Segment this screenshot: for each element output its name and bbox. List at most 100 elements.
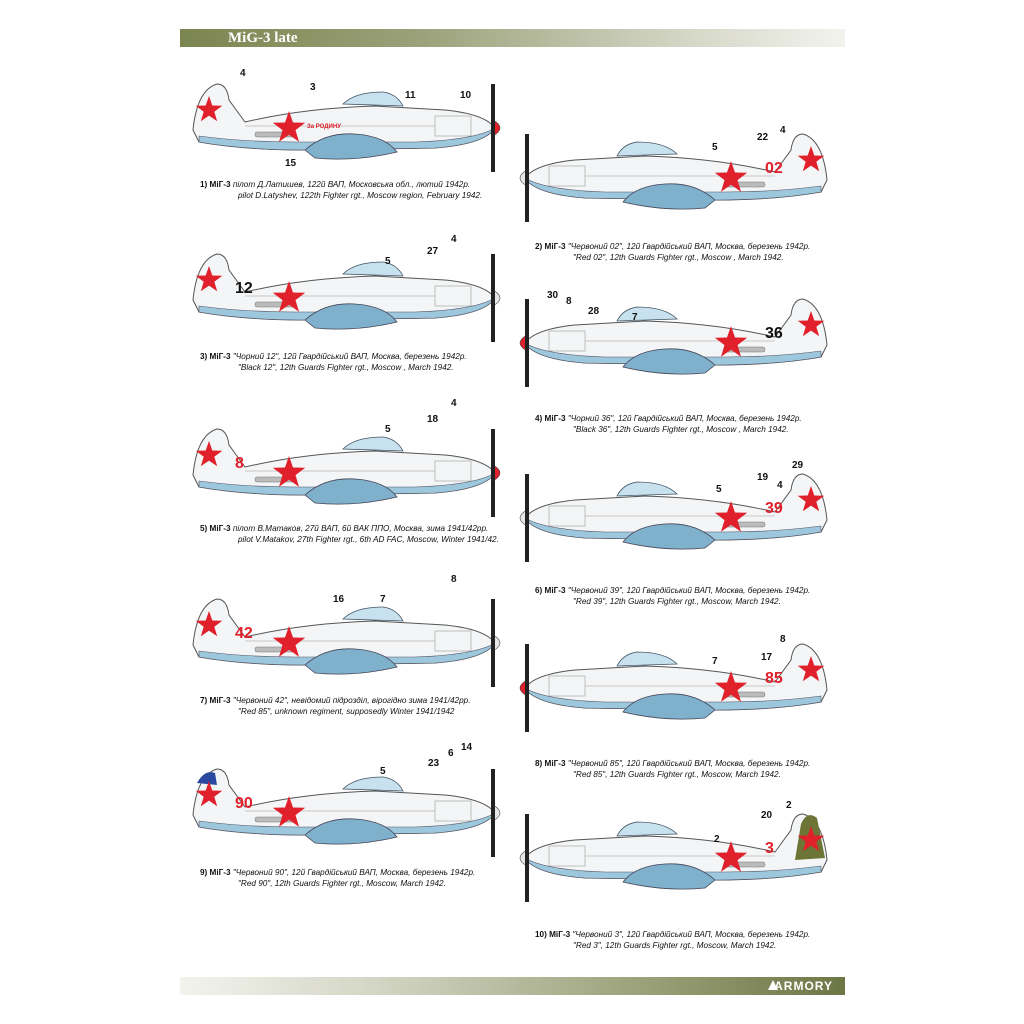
callout-number: 6	[448, 748, 454, 759]
caption-english: pilot D.Latyshev, 122th Fighter rgt., Mo…	[238, 190, 483, 200]
aircraft-profile-8: 85	[515, 630, 835, 740]
aircraft-caption: 7) МіГ-3 "Червоний 42", невідомий підроз…	[200, 696, 520, 717]
tactical-number: 36	[765, 325, 783, 342]
callout-number: 4	[777, 480, 783, 491]
callout-number: 5	[385, 256, 391, 267]
callout-number: 7	[712, 656, 718, 667]
caption-english: "Black 12", 12th Guards Fighter rgt., Mo…	[238, 362, 454, 372]
caption-english: "Red 39", 12th Guards Fighter rgt., Mosc…	[573, 596, 781, 606]
brand-name: ARMORY	[774, 979, 833, 993]
aircraft-caption: 6) МіГ-3 "Червоний 39", 12й Гвардійський…	[535, 586, 855, 607]
callout-number: 11	[405, 90, 416, 101]
aircraft-drawing	[519, 473, 828, 562]
footer-bar: ARMORY	[180, 977, 845, 995]
caption-number: 5) МіГ-3	[200, 524, 233, 533]
callout-number: 20	[761, 810, 773, 821]
callout-number: 15	[285, 158, 297, 169]
callout-number: 19	[757, 472, 769, 483]
caption-english: "Red 85", unknown regiment, supposedly W…	[238, 706, 455, 716]
caption-english: pilot V.Matakov, 27th Fighter rgt., 6th …	[238, 534, 499, 544]
tactical-number: 85	[765, 670, 783, 687]
caption-number: 1) МіГ-3	[200, 180, 233, 189]
callout-number: 4	[240, 68, 246, 79]
caption-ukrainian: "Червоний 42", невідомий підрозділ, віро…	[232, 696, 471, 705]
callout-number: 4	[780, 125, 786, 136]
aircraft-profile-7: 42	[185, 585, 505, 695]
aircraft-drawing	[519, 133, 828, 222]
caption-english: "Red 90", 12th Guards Fighter rgt., Mosc…	[238, 878, 446, 888]
tactical-number: 8	[235, 455, 244, 472]
aircraft-caption: 3) МіГ-3 "Чорний 12", 12й Гвардійський В…	[200, 352, 520, 373]
aircraft-profile-2: 02	[515, 120, 835, 230]
aircraft-caption: 10) МіГ-3 "Червоний 3", 12й Гвардійський…	[535, 930, 855, 951]
caption-number: 8) МіГ-3	[535, 759, 568, 768]
callout-number: 4	[451, 398, 457, 409]
header-bar: MiG-3 late	[180, 29, 845, 47]
caption-english: "Red 85", 12th Guards Fighter rgt., Mosc…	[573, 769, 781, 779]
tactical-number: 39	[765, 500, 783, 517]
aircraft-drawing	[192, 598, 501, 687]
callout-number: 16	[333, 594, 345, 605]
aircraft-drawing	[192, 428, 501, 517]
tactical-number: 02	[765, 160, 783, 177]
caption-number: 6) МіГ-3	[535, 586, 568, 595]
caption-ukrainian: "Чорний 36", 12й Гвардійський ВАП, Москв…	[567, 414, 802, 423]
aircraft-drawing	[192, 768, 501, 857]
page-title: MiG-3 late	[228, 30, 298, 46]
callout-number: 7	[380, 594, 386, 605]
caption-number: 2) МіГ-3	[535, 242, 568, 251]
caption-number: 7) МіГ-3	[200, 696, 233, 705]
callout-number: 10	[460, 90, 472, 101]
callout-number: 23	[428, 758, 440, 769]
callout-number: 8	[780, 634, 786, 645]
aircraft-profile-10: 3	[515, 800, 835, 910]
caption-ukrainian: "Червоний 85", 12й Гвардійський ВАП, Мос…	[567, 759, 811, 768]
callout-number: 27	[427, 246, 439, 257]
aircraft-caption: 8) МіГ-3 "Червоний 85", 12й Гвардійський…	[535, 759, 855, 780]
callout-number: 29	[792, 460, 804, 471]
caption-english: "Red 02", 12th Guards Fighter rgt., Mosc…	[573, 252, 784, 262]
callout-number: 4	[451, 234, 457, 245]
aircraft-drawing	[519, 813, 828, 902]
callout-number: 5	[716, 484, 722, 495]
aircraft-caption: 1) МіГ-3 пілот Д.Латишев, 122й ВАП, Моск…	[200, 180, 520, 201]
caption-ukrainian: пілот В.Матаков, 27й ВАП, 6й ВАК ППО, Мо…	[232, 524, 489, 533]
aircraft-caption: 4) МіГ-3 "Чорний 36", 12й Гвардійський В…	[535, 414, 855, 435]
callout-number: 14	[461, 742, 473, 753]
callout-number: 30	[547, 290, 559, 301]
aircraft-caption: 2) МіГ-3 "Червоний 02", 12й Гвардійський…	[535, 242, 855, 263]
callout-number: 18	[427, 414, 439, 425]
tactical-number: 3	[765, 840, 774, 857]
callout-number: 5	[712, 142, 718, 153]
caption-ukrainian: "Чорний 12", 12й Гвардійський ВАП, Москв…	[232, 352, 467, 361]
caption-english: "Red 3", 12th Guards Fighter rgt., Mosco…	[573, 940, 777, 950]
aircraft-drawing	[519, 643, 828, 732]
callout-number: 8	[566, 296, 572, 307]
aircraft-drawing	[519, 298, 828, 387]
callout-number: 2	[786, 800, 792, 811]
callout-number: 2	[714, 834, 720, 845]
callout-number: 17	[761, 652, 773, 663]
caption-english: "Black 36", 12th Guards Fighter rgt., Mo…	[573, 424, 789, 434]
caption-ukrainian: "Червоний 02", 12й Гвардійський ВАП, Мос…	[567, 242, 811, 251]
caption-ukrainian: "Червоний 90", 12й Гвардійський ВАП, Мос…	[232, 868, 476, 877]
tactical-number: 42	[235, 625, 253, 642]
callout-number: 22	[757, 132, 769, 143]
aircraft-caption: 9) МіГ-3 "Червоний 90", 12й Гвардійський…	[200, 868, 520, 889]
callout-number: 7	[632, 312, 638, 323]
callout-number: 3	[310, 82, 316, 93]
caption-number: 10) МіГ-3	[535, 930, 573, 939]
aircraft-profile-1: За РОДИНУ	[185, 70, 505, 180]
tactical-number: 90	[235, 795, 253, 812]
aircraft-profile-9: 90	[185, 755, 505, 865]
callout-number: 28	[588, 306, 600, 317]
callout-number: 8	[451, 574, 457, 585]
caption-ukrainian: "Червоний 3", 12й Гвардійський ВАП, Моск…	[572, 930, 811, 939]
caption-number: 3) МіГ-3	[200, 352, 233, 361]
aircraft-drawing	[192, 253, 501, 342]
caption-ukrainian: пілот Д.Латишев, 122й ВАП, Московська об…	[232, 180, 471, 189]
caption-number: 9) МіГ-3	[200, 868, 233, 877]
caption-number: 4) МіГ-3	[535, 414, 568, 423]
callout-number: 5	[385, 424, 391, 435]
aircraft-caption: 5) МіГ-3 пілот В.Матаков, 27й ВАП, 6й ВА…	[200, 524, 520, 545]
